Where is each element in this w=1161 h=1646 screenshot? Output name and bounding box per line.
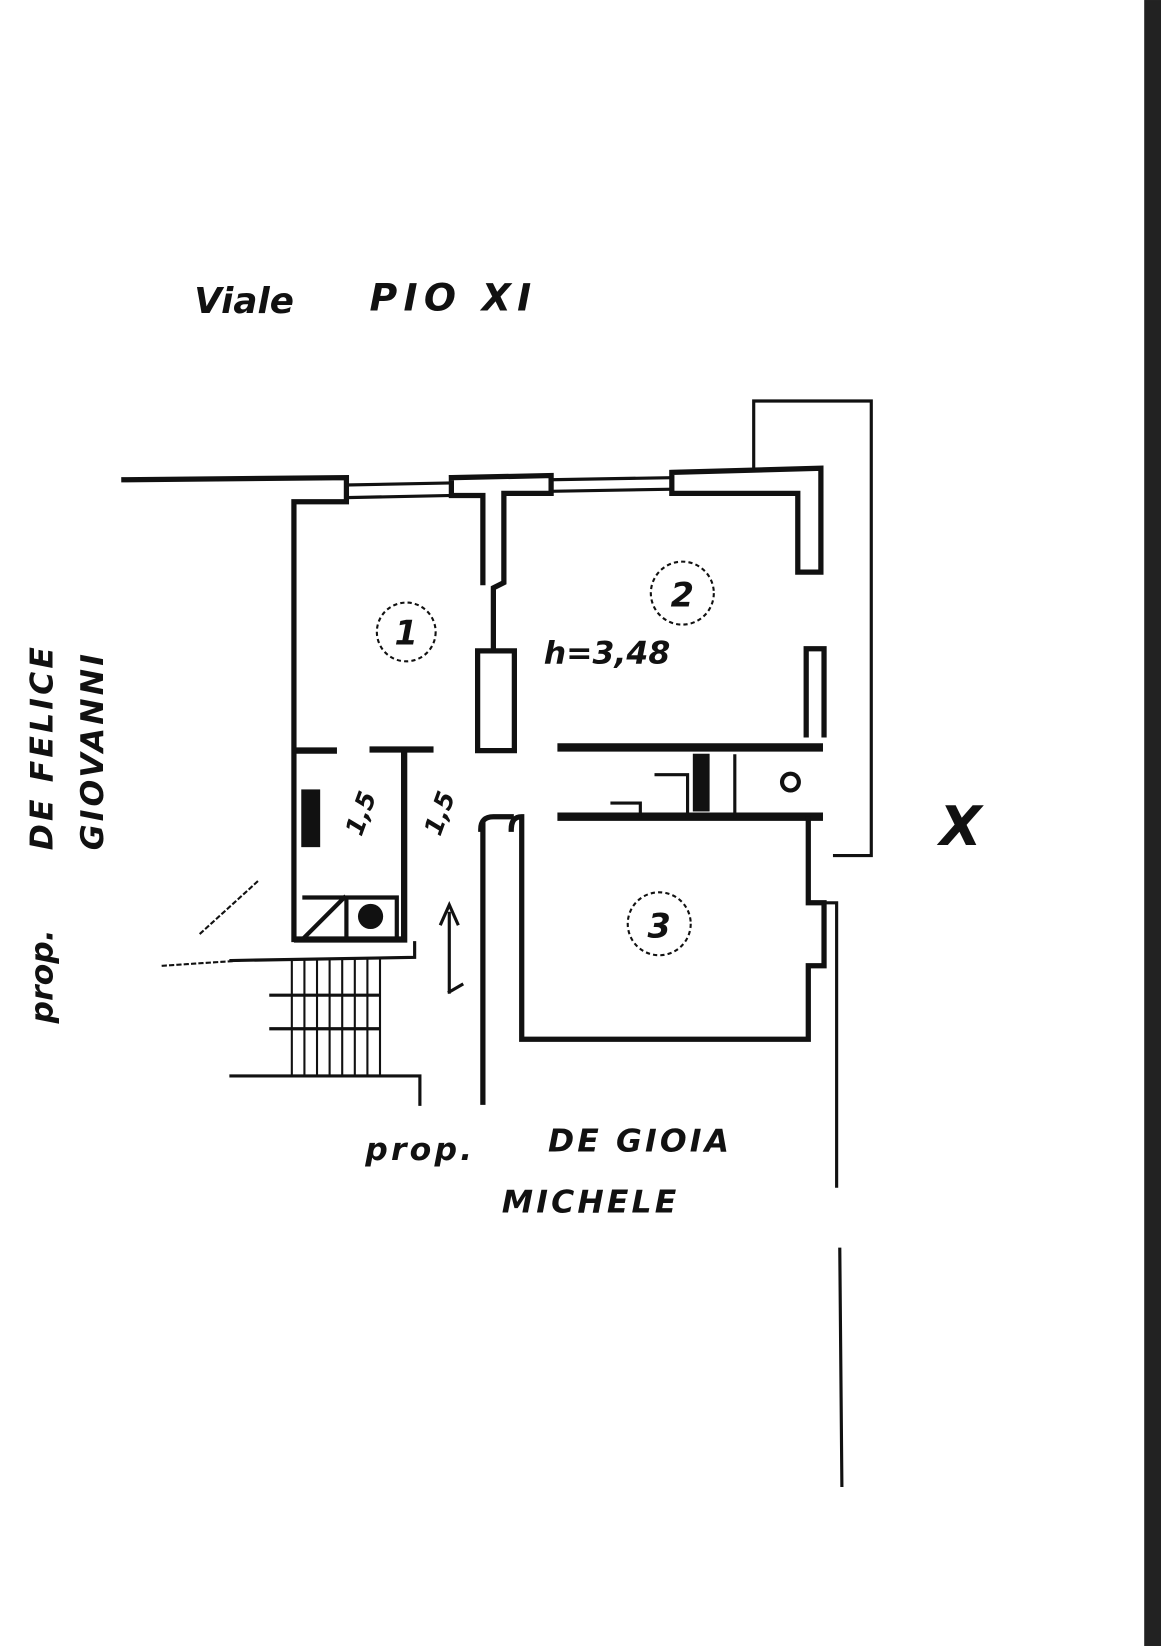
boiler-icon — [357, 903, 384, 930]
scan-edge — [1144, 0, 1161, 1646]
street-name: PIO XI — [370, 276, 538, 320]
entrance-arrow-icon — [438, 901, 465, 995]
room2-right-pier — [803, 646, 827, 738]
room-number: 3 — [648, 906, 671, 945]
bathroom-partition — [692, 753, 710, 812]
room-number: 1 — [395, 614, 418, 653]
corridor-walls — [557, 743, 823, 821]
neighbor-prefix: prop. — [24, 929, 60, 1024]
property-boundary — [822, 901, 844, 1487]
neighbor-name: DE FELICE — [24, 644, 60, 850]
neighbor-name: MICHELE — [502, 1184, 680, 1220]
dimension-label: 1,5 — [419, 787, 462, 839]
stove-icon — [301, 789, 321, 848]
x-marker: X — [936, 794, 984, 858]
room3-walls — [508, 814, 827, 1042]
balcony-outline — [752, 399, 873, 858]
room1-outer-wall — [121, 474, 350, 943]
kitchen-walls — [293, 746, 434, 943]
bathroom-fixtures — [610, 754, 737, 819]
street-label: Viale PIO XI — [194, 276, 538, 322]
sketch-marks — [161, 880, 259, 967]
stairs — [229, 941, 422, 1106]
room-number: 2 — [671, 576, 694, 615]
room2-corner-wall — [669, 465, 824, 575]
neighbor-left-label: prop. DE FELICE GIOVANNI — [24, 644, 110, 1025]
window-room1 — [344, 481, 453, 500]
toilet-icon — [779, 771, 801, 793]
room-3-label: 3 — [626, 891, 692, 957]
neighbor-bottom-label: prop. DE GIOIA MICHELE — [364, 1124, 732, 1221]
room1-room2-wall — [448, 472, 554, 754]
room-2-label: 2 — [649, 560, 715, 626]
window-room2 — [549, 476, 674, 493]
ceiling-height-label: h=3,48 — [544, 635, 670, 671]
street-prefix: Viale — [194, 281, 294, 322]
walls — [121, 399, 873, 1487]
neighbor-name: DE GIOIA — [548, 1124, 732, 1160]
neighbor-prefix: prop. — [364, 1132, 475, 1168]
kitchen-sink — [301, 894, 399, 941]
dimension-label: 1,5 — [340, 787, 383, 839]
neighbor-name: GIOVANNI — [75, 651, 111, 850]
room-1-label: 1 — [375, 601, 437, 663]
